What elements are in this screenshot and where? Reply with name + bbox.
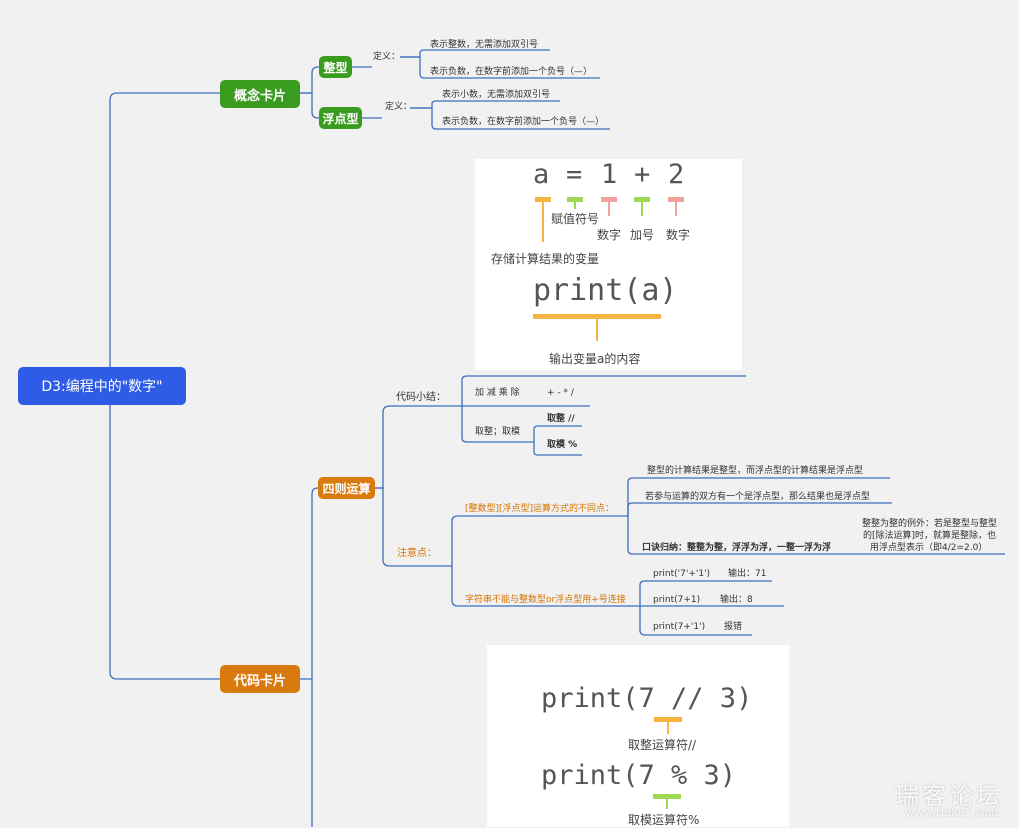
floor-div-bar (654, 717, 682, 722)
floor-div-expr: print(7 // 3) (541, 683, 753, 714)
concat-example-3-code: print(7+'1') (653, 622, 706, 632)
code-card-node[interactable]: 代码卡片 (220, 665, 300, 693)
watermark-title: 瑞客论坛 (895, 782, 1003, 810)
root-node[interactable]: D3:编程中的"数字" (18, 367, 186, 405)
exception-line-1: 整整为整的例外：若是整型与整型 (862, 519, 998, 529)
integer-def-item-2: 表示负数，在数字前添加一个负号（—） (430, 67, 593, 77)
print-a-stem (596, 319, 598, 341)
marker-a-bar (535, 197, 551, 202)
marker-2-stem (675, 202, 677, 216)
marker-2-bar (668, 197, 684, 202)
float-def-item-2: 表示负数，在数字前添加一个负号（—） (442, 117, 605, 127)
print-a-expr: print(a) (533, 273, 678, 308)
diff-label: [整数型][浮点型]运算方式的不同点： (465, 504, 615, 514)
assign-symbol-label: 赋值符号 (551, 212, 600, 226)
expr-token-2: 2 (668, 159, 685, 190)
modulo-expr: print(7 % 3) (541, 760, 737, 791)
notes-label: 注意点： (397, 548, 437, 559)
diff-item-1: 整型的计算结果是整型，而浮点型的计算结果是浮点型 (647, 466, 864, 476)
integer-label: 整型 (323, 60, 348, 75)
marker-plus-stem (641, 202, 643, 216)
marker-eq-stem (574, 202, 576, 209)
marker-1-bar (601, 197, 617, 202)
exception-line-2: 的[除法运算]时，就算是整除，也 (863, 531, 997, 541)
number2-label: 数字 (666, 228, 691, 242)
marker-1-stem (608, 202, 610, 216)
floor-div-stem (667, 722, 669, 734)
arithmetic-label: 四则运算 (322, 481, 371, 496)
plus-label: 加号 (630, 228, 655, 242)
integer-node[interactable]: 整型 (319, 56, 352, 78)
ops-symbols: + - * / (547, 388, 574, 398)
marker-a-stem (542, 202, 544, 242)
concat-example-2-code: print(7+1) (653, 595, 701, 605)
concat-example-1-code: print('7'+'1') (653, 569, 711, 579)
float-node[interactable]: 浮点型 (319, 107, 362, 129)
marker-eq-bar (567, 197, 583, 202)
concat-example-1-result: 输出：71 (728, 569, 767, 579)
modulo-operator-label: 取模运算符% (628, 813, 700, 827)
code-card-label: 代码卡片 (233, 673, 286, 689)
concept-card-label: 概念卡片 (233, 88, 286, 104)
summary-label: 代码小结： (396, 392, 446, 403)
assignment-image-card: a = 1 + 2 赋值符号 数字 加号 数字 存储计算结果的变量 print(… (475, 159, 742, 370)
float-def-label: 定义： (385, 102, 413, 112)
modulo-item: 取模 % (547, 440, 578, 450)
concept-card-node[interactable]: 概念卡片 (220, 80, 300, 108)
concat-example-2-result: 输出：8 (720, 595, 753, 605)
print-a-bar (533, 314, 661, 319)
ops-label: 加 减 乘 除 (475, 388, 520, 398)
float-label: 浮点型 (322, 111, 359, 126)
integer-def-label: 定义： (373, 52, 401, 62)
concat-label: 字符串不能与整数型or浮点型用+号连接 (465, 595, 626, 605)
expr-token-plus: + (634, 159, 651, 190)
concat-example-3-result: 报错 (724, 622, 743, 632)
floor-div-item: 取整 // (547, 414, 575, 424)
arithmetic-node[interactable]: 四则运算 (318, 477, 375, 499)
number1-label: 数字 (597, 228, 622, 242)
floor-div-operator-label: 取整运算符// (628, 738, 697, 752)
float-def-item-1: 表示小数，无需添加双引号 (442, 90, 551, 100)
modulo-bar (653, 794, 681, 799)
operators-image-card: print(7 // 3) 取整运算符// print(7 % 3) 取模运算符… (487, 645, 789, 827)
diff-item-2: 若参与运算的双方有一个是浮点型，那么结果也是浮点型 (645, 492, 871, 502)
variable-label: 存储计算结果的变量 (491, 252, 600, 266)
rule-summary: 口诀归纳：整整为整，浮浮为浮，一整一浮为浮 (642, 543, 832, 553)
expr-token-a: a (533, 159, 550, 190)
print-a-label: 输出变量a的内容 (549, 352, 641, 366)
integer-def-item-1: 表示整数，无需添加双引号 (430, 40, 539, 50)
root-label: D3:编程中的"数字" (41, 379, 163, 395)
expr-token-eq: = (566, 159, 583, 190)
round-mod-label: 取整；取模 (475, 427, 521, 437)
expr-token-1: 1 (601, 159, 618, 190)
modulo-stem (666, 799, 668, 809)
watermark-url: www.ruike1.com (905, 806, 999, 819)
exception-line-3: 用浮点型表示（即4/2=2.0） (870, 543, 988, 553)
marker-plus-bar (634, 197, 650, 202)
